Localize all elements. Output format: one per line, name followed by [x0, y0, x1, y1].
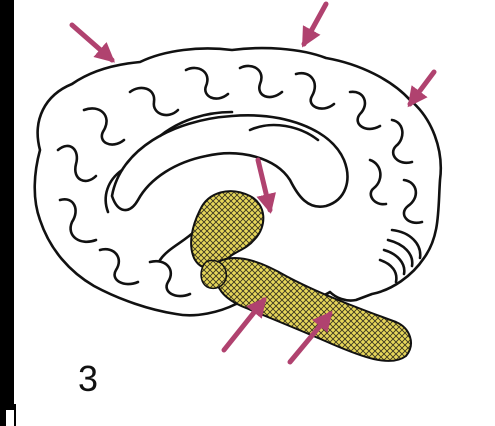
- bottom-left-mark-notch: [6, 410, 14, 426]
- figure-label: 3: [78, 358, 98, 400]
- midbrain-region: [201, 260, 226, 288]
